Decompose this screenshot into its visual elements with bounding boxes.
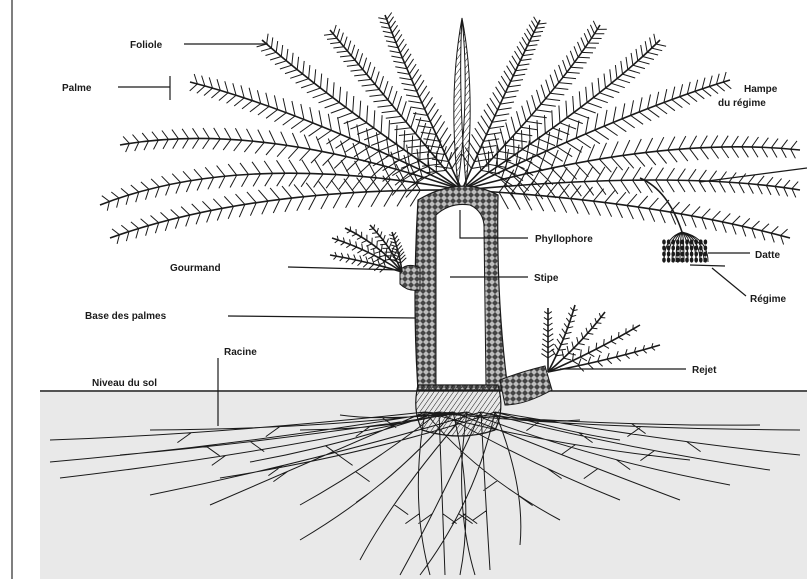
gourmand-shoot: [330, 225, 420, 291]
frond-pinnae: [578, 343, 660, 371]
datte-fruit: [671, 257, 675, 262]
datte-fruit: [685, 245, 689, 250]
datte-fruit: [667, 257, 671, 262]
frond-rejet-1: [548, 305, 578, 372]
label-racine: Racine: [224, 347, 257, 358]
central-spear-leaf: [454, 18, 470, 185]
datte-fruit: [667, 239, 671, 244]
datte-fruit: [685, 257, 689, 262]
label-stipe: Stipe: [534, 273, 559, 284]
leader-regime-b: [712, 268, 746, 296]
label-regime: Régime: [750, 294, 787, 305]
datte-fruit: [685, 239, 689, 244]
datte-fruit: [681, 251, 685, 256]
label-datte: Datte: [755, 250, 780, 261]
datte-fruit: [694, 245, 698, 250]
datte-fruit: [690, 251, 694, 256]
datte-fruit: [676, 239, 680, 244]
stipe-trunk: [436, 204, 486, 385]
frond-pinnae: [100, 160, 418, 211]
datte-fruit: [676, 257, 680, 262]
datte-fruit: [662, 251, 666, 256]
label-hampe: Hampe: [744, 84, 778, 95]
label-du-regime: du régime: [718, 98, 766, 109]
datte-fruit: [699, 251, 703, 256]
datte-fruit: [704, 251, 708, 256]
datte-fruit: [690, 257, 694, 262]
frond-6: [378, 13, 462, 191]
datte-fruit: [699, 257, 703, 262]
datte-fruit: [676, 245, 680, 250]
frond-rejet-3: [548, 325, 640, 372]
datte-fruit: [681, 239, 685, 244]
label-palme: Palme: [62, 83, 92, 94]
datte-fruit: [699, 239, 703, 244]
frond-pinnae: [501, 136, 800, 195]
leader-hampe: [700, 168, 807, 182]
leader-gourmand: [288, 267, 400, 270]
trunk-base-bulb: [416, 385, 501, 436]
datte-fruit: [685, 251, 689, 256]
datte-fruit: [690, 239, 694, 244]
frond-4: [257, 34, 462, 190]
frond-rachis: [462, 190, 790, 238]
datte-fruit: [662, 257, 666, 262]
datte-fruit: [694, 251, 698, 256]
leader-regime-a: [690, 265, 725, 266]
datte-fruit: [704, 239, 708, 244]
datte-fruit: [704, 245, 708, 250]
datte-fruit: [667, 245, 671, 250]
datte-fruit: [662, 239, 666, 244]
datte-fruit: [694, 239, 698, 244]
datte-fruit: [681, 257, 685, 262]
label-foliole: Foliole: [130, 40, 163, 51]
label-base-des-palmes: Base des palmes: [85, 311, 167, 322]
rejet-offshoot: [500, 305, 660, 405]
datte-fruit: [681, 245, 685, 250]
frond-0: [110, 174, 462, 244]
datte-fruit: [662, 245, 666, 250]
datte-fruit: [671, 251, 675, 256]
datte-fruit: [694, 257, 698, 262]
frond-2: [120, 128, 462, 190]
datte-fruit: [676, 251, 680, 256]
datte-fruit: [699, 245, 703, 250]
regime-date-bunch: [662, 232, 708, 263]
frond-10: [462, 72, 731, 190]
leader-base-des-palmes: [228, 316, 416, 318]
label-niveau-du-sol: Niveau du sol: [92, 378, 157, 389]
datte-fruit: [671, 245, 675, 250]
label-phyllophore: Phyllophore: [535, 234, 593, 245]
datte-fruit: [667, 251, 671, 256]
datte-fruit: [671, 239, 675, 244]
label-gourmand: Gourmand: [170, 263, 221, 274]
label-rejet: Rejet: [692, 365, 717, 376]
datte-fruit: [704, 257, 708, 262]
datte-fruit: [690, 245, 694, 250]
